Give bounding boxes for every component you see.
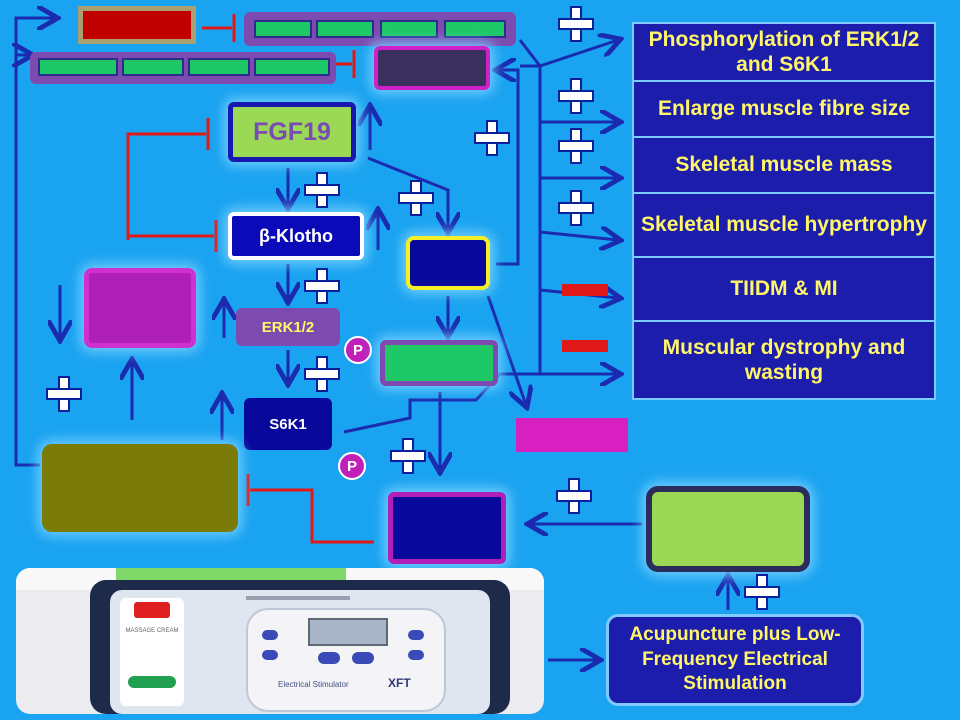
minus-icon [562,284,608,296]
plus-icon [558,128,594,164]
navy-box [388,492,506,564]
fan-to-outcome-4 [539,232,618,240]
device-brand: XFT [388,676,411,690]
plus-icon [558,78,594,114]
magenta-bar [516,418,628,452]
s6k1-node: S6K1 [244,398,332,450]
inhibit-to-fgf19 [126,132,206,240]
segment [38,58,118,76]
magenta-box [84,268,196,348]
device-screen [308,618,388,646]
plus-icon [398,180,434,216]
erk-node: ERK1/2 [236,308,340,346]
device-button [262,650,278,660]
device-label: Electrical Stimulator [278,680,349,689]
green-box [380,340,498,386]
klotho-label: β-Klotho [259,225,333,246]
plus-icon [556,478,592,514]
segment [254,58,330,76]
device-button [262,630,278,640]
outcome-phosphorylation: Phosphorylation of ERK1/2 and S6K1 [632,22,936,82]
olive-box [42,444,238,532]
branch-up [440,374,618,402]
tube-label: MASSAGE CREAM [125,628,179,634]
plus-icon [474,120,510,156]
outcome-dystrophy: Muscular dystrophy and wasting [632,320,936,400]
device-button [318,652,340,664]
dark-purple-box [374,46,490,90]
plus-icon [558,6,594,42]
erk-label: ERK1/2 [261,318,315,336]
plus-icon [304,172,340,208]
yellow-to-dark [496,70,520,266]
plus-icon [744,574,780,610]
outcome-tiidm-mi: TIIDM & MI [632,256,936,322]
device-button [352,652,374,664]
segment [122,58,184,76]
outcome-hypertrophy: Skeletal muscle hypertrophy [632,192,936,258]
outcome-fibre-size: Enlarge muscle fibre size [632,80,936,138]
fgf19-node: FGF19 [228,102,356,162]
segment [380,20,438,38]
minus-icon [562,340,608,352]
fgf19-label: FGF19 [253,117,331,146]
s6k1-label: S6K1 [269,415,307,433]
plus-icon [390,438,426,474]
red-bar [78,6,196,44]
fan-trunk [520,64,542,374]
segment [444,20,506,38]
s6k1-branch [343,398,440,434]
light-green-box [646,486,810,572]
plus-icon [304,356,340,392]
fan-top [518,39,542,67]
segment [188,58,250,76]
phospho-badge-erk: P [344,336,372,364]
fan-to-outcome-1 [539,40,618,68]
green-segment-bar-mid [30,52,336,84]
plus-icon [46,376,82,412]
device-button [408,650,424,660]
stimulator-device: Electrical Stimulator XFT [246,608,446,712]
cream-tube: MASSAGE CREAM [120,598,184,706]
plus-icon [558,190,594,226]
fgf19-to-yellow [367,156,448,230]
yellow-to-magenta-bar [486,295,526,405]
device-photo: MASSAGE CREAM Electrical Stimulator XFT [16,568,544,714]
device-button [408,630,424,640]
intervention-label: Acupuncture plus Low-Frequency Electrica… [629,623,841,695]
green-stripe [116,568,346,582]
intervention-box: Acupuncture plus Low-Frequency Electrica… [606,614,864,706]
inhibit-navy-to-olive [250,488,374,544]
loop-arrow [14,18,55,467]
phospho-badge-s6k1: P [338,452,366,480]
tube-cap [134,602,170,618]
outcome-muscle-mass: Skeletal muscle mass [632,136,936,194]
tube-stripe [128,676,176,688]
segment [316,20,374,38]
klotho-node: β-Klotho [228,212,364,260]
plus-icon [304,268,340,304]
green-segment-bar-top [244,12,516,46]
cable [246,596,350,600]
segment [254,20,312,38]
yellow-outline-box [406,236,490,290]
